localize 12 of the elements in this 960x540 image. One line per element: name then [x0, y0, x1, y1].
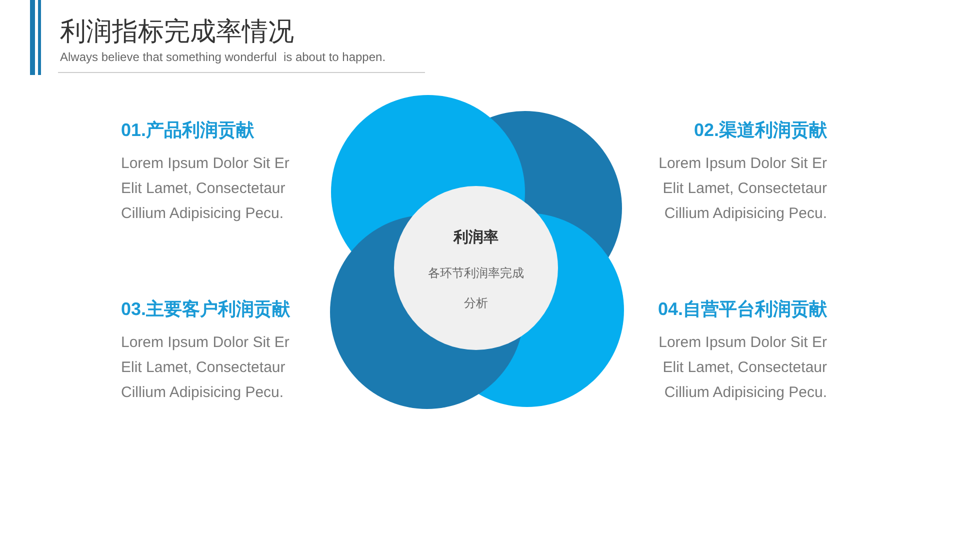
section-heading: 02.渠道利润贡献	[694, 119, 827, 142]
section-heading: 03.主要客户利润贡献	[121, 298, 290, 321]
subtitle: Always believe that something wonderful is about to happen.	[60, 50, 386, 64]
body-text: Lorem Ipsum Dolor Sit Er Elit Lamet, Consectetaur Cillium Adipisicing Pecu.	[658, 154, 827, 224]
section-heading: 04.自营平台利润贡献	[658, 298, 827, 321]
body-text: Lorem Ipsum Dolor Sit Er Elit Lamet, Consectetaur Cillium Adipisicing Pecu.	[121, 154, 290, 224]
section-heading: 01.产品利润贡献	[121, 119, 254, 142]
center-text: 各环节利润率完成分析	[427, 265, 525, 312]
slide-title: 利润指标完成率情况	[60, 15, 294, 48]
body-text: Lorem Ipsum Dolor Sit Er Elit Lamet, Consectetaur Cillium Adipisicing Pecu.	[121, 333, 290, 403]
center-title: 利润率	[452, 228, 500, 247]
body-text: Lorem Ipsum Dolor Sit Er Elit Lamet, Consectetaur Cillium Adipisicing Pecu.	[658, 333, 827, 403]
